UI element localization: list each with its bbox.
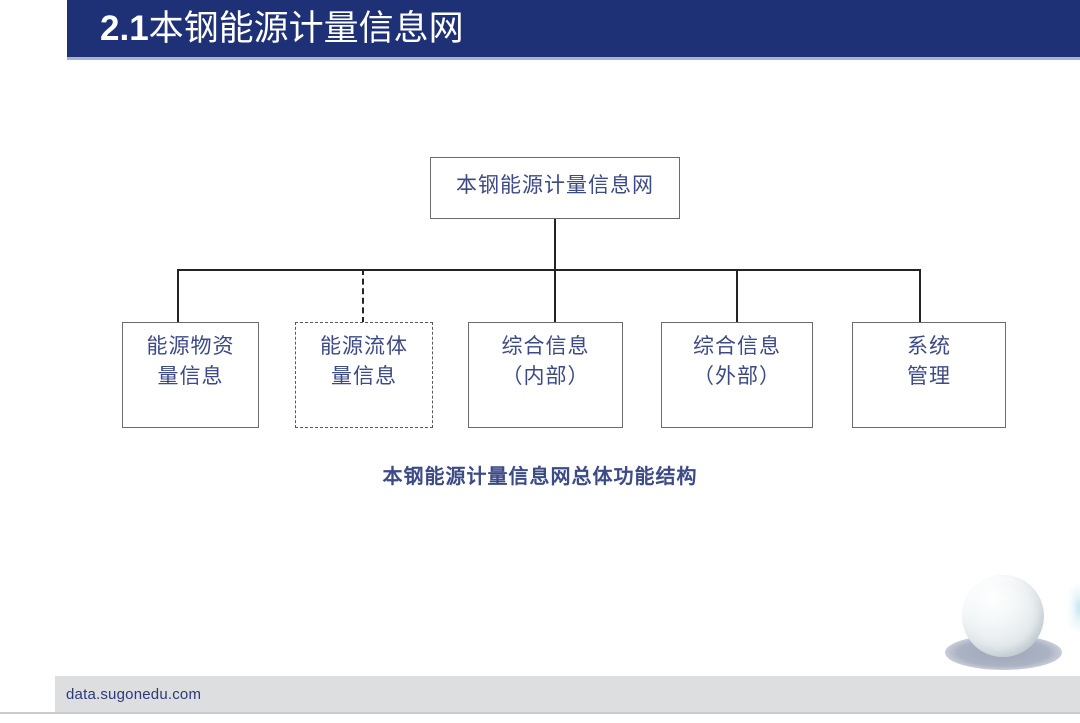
node-3-line-1: 综合信息 (501, 334, 590, 358)
node-comprehensive-info-external: 综合信息 （外部） (661, 322, 813, 428)
node-3-line-2: （内部） (501, 364, 590, 388)
diagram-caption: 本钢能源计量信息网总体功能结构 (382, 466, 698, 488)
connector-drop-5 (919, 269, 921, 323)
node-1-line-2: 量信息 (157, 364, 224, 388)
footer-url: data.sugonedu.com (66, 686, 202, 703)
node-root-label: 本钢能源计量信息网 (456, 173, 654, 197)
connector-drop-4 (736, 269, 738, 323)
page-title-text: 本钢能源计量信息网 (148, 9, 464, 48)
node-system-management: 系统 管理 (852, 322, 1006, 428)
node-energy-fluid-quantity-info: 能源流体 量信息 (295, 322, 433, 428)
footer-band (55, 676, 1080, 712)
page-title: 2.1本钢能源计量信息网 (100, 3, 464, 55)
node-energy-material-quantity-info: 能源物资 量信息 (122, 322, 259, 428)
connector-drop-3 (554, 269, 556, 323)
node-1-line-1: 能源物资 (146, 334, 235, 358)
connector-drop-1 (177, 269, 179, 323)
node-5-line-1: 系统 (907, 334, 951, 358)
node-2-line-1: 能源流体 (320, 334, 408, 358)
footer-rule (0, 712, 1080, 714)
node-2-line-2: 量信息 (331, 364, 397, 388)
edge-glow-icon (1070, 586, 1080, 630)
header-bar (67, 0, 1080, 57)
connector-root-stem (554, 219, 556, 271)
section-number: 2.1 (100, 9, 149, 48)
node-root: 本钢能源计量信息网 (430, 157, 680, 219)
node-4-line-2: （外部） (693, 364, 781, 388)
node-5-line-2: 管理 (907, 364, 951, 388)
connector-bus (177, 269, 921, 271)
node-comprehensive-info-internal: 综合信息 （内部） (468, 322, 623, 428)
node-4-line-1: 综合信息 (693, 334, 781, 358)
glossy-sphere-icon (962, 575, 1044, 657)
connector-drop-2-dashed (362, 269, 364, 323)
header-bar-shadow (67, 57, 1080, 60)
